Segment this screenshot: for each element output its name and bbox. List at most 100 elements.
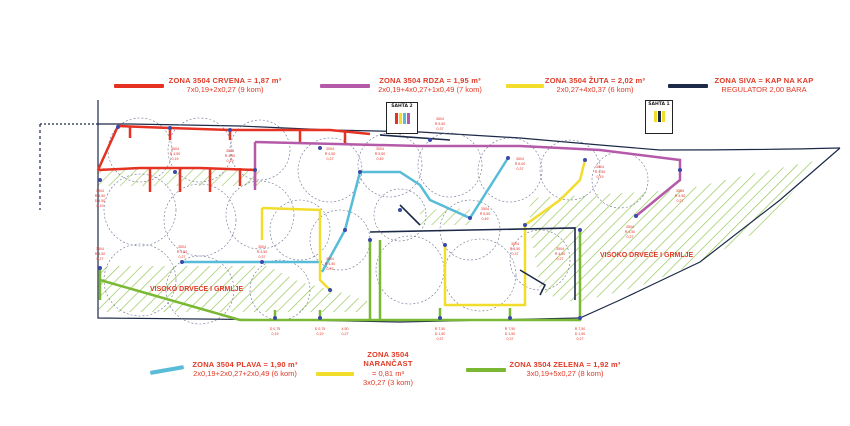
- svg-text:3504: 3504: [171, 147, 179, 151]
- svg-text:D 0,75: D 0,75: [315, 327, 326, 331]
- legend-zuta-detail: 2x0,27+4x0,37 (6 kom): [556, 85, 634, 95]
- svg-text:0,27: 0,27: [577, 337, 584, 341]
- svg-text:0,27: 0,27: [179, 255, 186, 259]
- svg-text:3504: 3504: [226, 149, 234, 153]
- svg-text:R 7,50: R 7,50: [575, 327, 586, 331]
- svg-text:R 7,50: R 7,50: [505, 327, 516, 331]
- shaft-2-bar-red: [395, 113, 398, 124]
- legend-rdza: ZONA 3504 RDZA = 1,95 m³ 2x0,19+4x0,27+1…: [360, 76, 500, 95]
- svg-text:R 5,50: R 5,50: [435, 122, 446, 126]
- svg-text:R 4,50: R 4,50: [225, 154, 236, 158]
- svg-text:3504: 3504: [596, 165, 604, 169]
- shaft-1-bar-dark: [658, 111, 661, 122]
- svg-text:0,27: 0,27: [627, 235, 634, 239]
- svg-text:3504: 3504: [326, 147, 334, 151]
- legend-rdza-swatch: [320, 84, 370, 88]
- legend-narancast-swatch: [316, 372, 354, 376]
- legend-plava-title: ZONA 3504 PLAVA = 1,90 m³: [192, 360, 298, 369]
- legend-siva-detail: REGULATOR 2,00 BARA: [721, 85, 807, 95]
- svg-text:3504: 3504: [258, 245, 266, 249]
- legend-zuta-swatch: [506, 84, 544, 88]
- svg-text:0,27: 0,27: [557, 257, 564, 261]
- legend-red: ZONA 3504 CRVENA = 1,87 m³ 7x0,19+2x0,27…: [160, 76, 290, 95]
- legend-siva-swatch: [668, 84, 708, 88]
- svg-text:0,37: 0,37: [437, 337, 444, 341]
- svg-text:0,37: 0,37: [437, 127, 444, 131]
- svg-text:0,37: 0,37: [259, 255, 266, 259]
- legend-zelena-title: ZONA 3504 ZELENA = 1,92 m³: [509, 360, 621, 369]
- svg-text:0,49: 0,49: [482, 217, 489, 221]
- sprinkler-heads: [98, 125, 682, 320]
- legend-narancast: ZONA 3504 NARANČAST = 0,81 m³ 3x0,27 (3 …: [348, 350, 428, 388]
- svg-text:R 6,50: R 6,50: [510, 247, 521, 251]
- svg-text:3504: 3504: [96, 247, 104, 251]
- svg-text:R 5,50: R 5,50: [375, 152, 386, 156]
- shaft-2-bar-yellow: [399, 113, 402, 124]
- svg-text:D 1,50: D 1,50: [435, 332, 446, 336]
- svg-text:R 4,50: R 4,50: [325, 152, 336, 156]
- legend-rdza-detail: 2x0,19+4x0,27+1x0,49 (7 kom): [378, 85, 482, 95]
- svg-text:3504: 3504: [178, 245, 186, 249]
- svg-text:3504: 3504: [436, 117, 444, 121]
- spray-circles: [103, 117, 649, 325]
- svg-text:R 5,50: R 5,50: [480, 212, 491, 216]
- svg-text:0,37: 0,37: [517, 167, 524, 171]
- svg-text:R 4,50: R 4,50: [170, 152, 181, 156]
- legend-rdza-title: ZONA 3504 RDZA = 1,95 m³: [379, 76, 481, 85]
- svg-text:3504: 3504: [626, 225, 634, 229]
- zelena-zone-pipes: [98, 230, 582, 322]
- svg-text:R 4,50: R 4,50: [95, 194, 106, 198]
- legend-zuta-title: ZONA 3504 ŽUTA = 2,02 m³: [544, 76, 646, 85]
- svg-text:D 0,75: D 0,75: [270, 327, 281, 331]
- svg-text:D 1,50: D 1,50: [575, 332, 586, 336]
- legend-narancast-detail: 3x0,27 (3 kom): [362, 378, 414, 388]
- legend-narancast-value: = 0,81 m³: [372, 368, 404, 378]
- svg-text:0,27: 0,27: [327, 157, 334, 161]
- legend-zuta: ZONA 3504 ŽUTA = 2,02 m³ 2x0,27+4x0,37 (…: [535, 76, 655, 95]
- area-label-right: VISOKO DRVEĆE I GRMLJE: [600, 252, 694, 259]
- legend-narancast-title: ZONA 3504: [367, 350, 409, 359]
- svg-text:R 4,50: R 4,50: [257, 250, 268, 254]
- svg-text:0,27: 0,27: [342, 332, 349, 336]
- svg-text:0,49: 0,49: [377, 157, 384, 161]
- shaft-1-bar-yellow: [654, 111, 657, 122]
- svg-text:0,37: 0,37: [507, 337, 514, 341]
- shaft-2: ŠAHTA 2: [386, 102, 418, 134]
- legend-red-title: ZONA 3504 CRVENA = 1,87 m³: [168, 76, 282, 85]
- legend-red-detail: 7x0,19+2x0,27 (9 kom): [186, 85, 264, 95]
- svg-text:3504: 3504: [556, 247, 564, 251]
- shaft-1-label: ŠAHTA 1: [648, 102, 670, 107]
- svg-text:D 1,50: D 1,50: [505, 332, 516, 336]
- svg-text:0,37: 0,37: [512, 252, 519, 256]
- legend-narancast-title2: NARANČAST: [363, 359, 413, 369]
- svg-text:0,19: 0,19: [272, 332, 279, 336]
- svg-text:0,27: 0,27: [677, 199, 684, 203]
- svg-text:3504: 3504: [481, 207, 489, 211]
- area-label-left: VISOKO DRVEĆE I GRMLJE: [150, 286, 244, 293]
- svg-text:0,19: 0,19: [172, 157, 179, 161]
- svg-text:R 4,50: R 4,50: [675, 194, 686, 198]
- shaft-1-bar-yellow-2: [662, 111, 665, 122]
- svg-text:0,19: 0,19: [317, 332, 324, 336]
- svg-text:R 7,50: R 7,50: [435, 327, 446, 331]
- svg-text:R 4,50: R 4,50: [325, 262, 336, 266]
- legend-siva-title: ZONA SIVA = KAP NA KAP: [714, 76, 814, 85]
- svg-text:4,50: 4,50: [342, 327, 349, 331]
- legend-zelena-detail: 3x0,19+5x0,27 (8 kom): [526, 369, 604, 379]
- legend-zelena-swatch: [466, 368, 506, 372]
- svg-text:0,27: 0,27: [97, 257, 104, 261]
- svg-text:0,19: 0,19: [597, 175, 604, 179]
- legend-plava: ZONA 3504 PLAVA = 1,90 m³ 2x0,19+2x0,27+…: [180, 360, 310, 379]
- svg-text:0,19: 0,19: [227, 159, 234, 163]
- legend-plava-detail: 2x0,19+2x0,27+2x0,49 (6 kom): [193, 369, 297, 379]
- legend-siva: ZONA SIVA = KAP NA KAP REGULATOR 2,00 BA…: [704, 76, 824, 95]
- svg-text:R 4,50: R 4,50: [95, 252, 106, 256]
- shaft-2-bar-blue: [403, 113, 406, 124]
- svg-text:R 4,50: R 4,50: [625, 230, 636, 234]
- shaft-1: ŠAHTA 1: [645, 100, 673, 134]
- svg-text:3504: 3504: [511, 242, 519, 246]
- svg-text:D 4,50: D 4,50: [95, 199, 106, 203]
- svg-text:3504: 3504: [96, 189, 104, 193]
- shaft-2-label: ŠAHTA 2: [391, 104, 413, 109]
